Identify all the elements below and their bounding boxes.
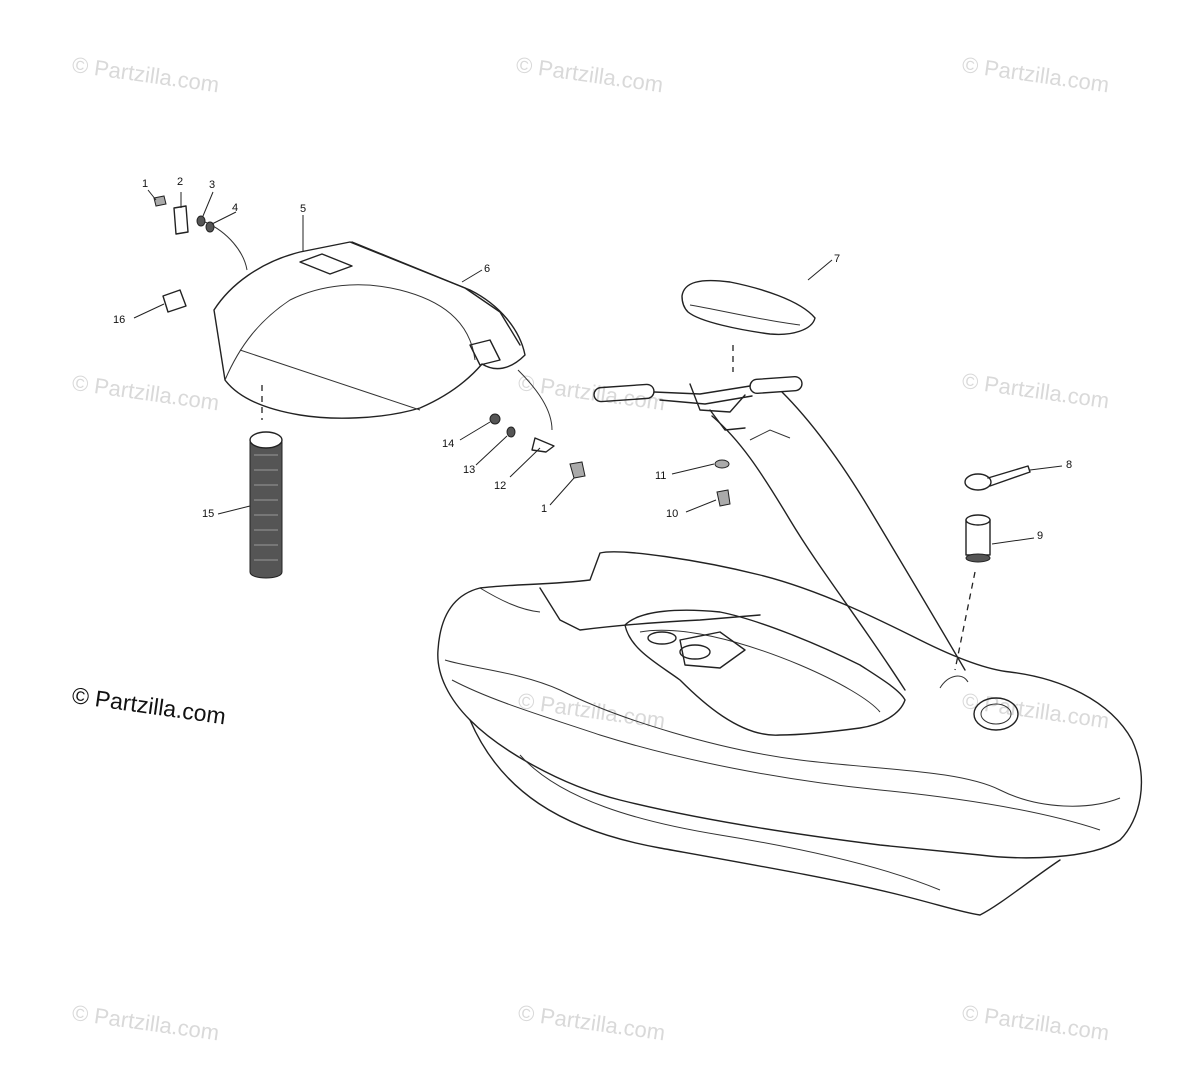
callout-6: 6 <box>484 263 491 275</box>
callout-15: 15 <box>202 508 215 520</box>
callout-11: 11 <box>655 470 667 482</box>
leader-lines <box>133 189 1063 545</box>
callout-5: 5 <box>300 203 307 215</box>
callout-12: 12 <box>494 480 507 492</box>
part-5-6-hood <box>204 221 553 431</box>
handlebar <box>593 375 803 431</box>
hardware-parts <box>153 195 1031 671</box>
callout-10: 10 <box>666 508 679 520</box>
part-7-steering-pad <box>681 279 816 372</box>
callout-14: 14 <box>442 438 455 450</box>
callout-2: 2 <box>177 176 184 188</box>
hull <box>437 391 1143 916</box>
callout-13: 13 <box>463 464 476 476</box>
callout-3: 3 <box>209 179 216 191</box>
callout-1b: 1 <box>541 503 548 515</box>
callout-8: 8 <box>1066 459 1073 471</box>
callout-9: 9 <box>1037 530 1044 542</box>
callout-4: 4 <box>232 202 239 214</box>
callout-7: 7 <box>834 253 841 265</box>
part-15-grip <box>249 431 283 579</box>
callout-1a: 1 <box>142 178 149 190</box>
callout-16: 16 <box>113 314 126 326</box>
